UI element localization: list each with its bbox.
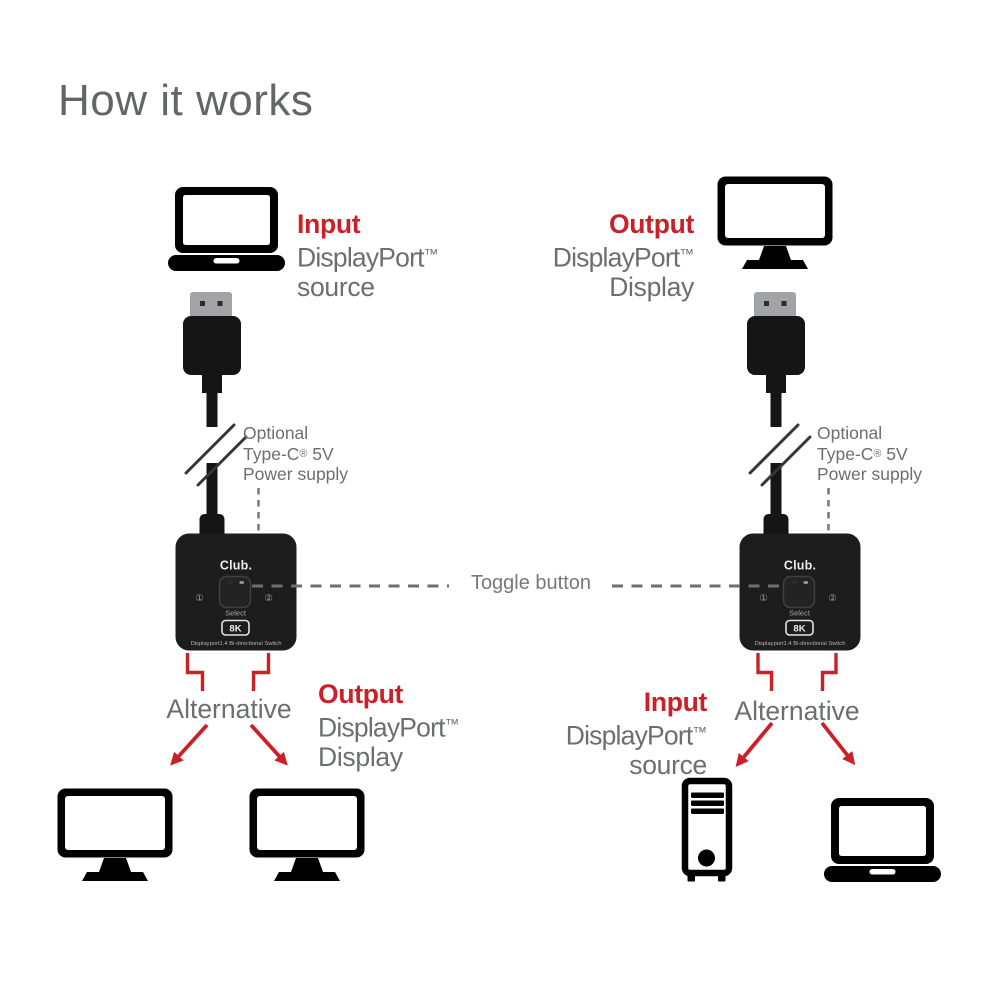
input-source-label-bottom: Input DisplayPort™ source [565,687,708,781]
pc-tower-icon [681,777,733,882]
alternative-label-left: Alternative [166,694,292,724]
badge-8k [221,619,250,636]
cable-break-icon [748,423,800,475]
device-caption: Displayport1.4 Bi-directional Switch [755,641,846,647]
cable-lower [206,463,218,520]
arrow-to-monitor-2 [249,723,288,766]
output-label: Output [318,679,404,709]
port-1-icon: ① [195,593,204,604]
dp-plug-tip [754,292,796,318]
alternative-label-right: Alternative [734,696,860,726]
toggle-button-label: Toggle button [470,572,592,594]
displayport-label: DisplayPort™ [297,241,439,272]
select-button[interactable] [782,575,816,609]
displayport-cable-right [747,292,812,542]
cable-break-icon [184,423,236,475]
dp-plug-body [183,316,241,375]
select-button[interactable] [218,575,252,609]
power-note-right: Optional Type-C® 5V Power supply [817,423,923,485]
laptop-icon-bottom [824,798,941,882]
bracket-left [185,653,205,691]
switch-device-left: Club. ① ② Select 8K Displayport1.4 Bi-di… [175,533,297,651]
bracket-right [251,653,271,691]
power-dash-line-left [257,488,260,533]
arrow-to-laptop [820,721,856,766]
cable-upper [206,390,218,427]
power-dash-line-right [827,488,830,533]
port-2-icon: ② [264,593,273,604]
brand-logo: Club. [220,559,252,573]
bracket-right [820,653,838,691]
select-label: Select [225,609,247,618]
port-1-icon: ① [759,593,768,604]
switch-device-right: Club. ① ② Select 8K Displayport1.4 Bi-di… [739,533,861,651]
source-label: source [297,272,375,303]
arrow-to-pc [735,721,774,767]
arrow-to-monitor-1 [170,723,209,766]
dp-plug-tip [190,292,232,318]
output-label-top: Output [608,209,694,239]
output-display-label: Output DisplayPort™ Display [318,679,460,773]
badge-8k [785,619,814,636]
brand-logo: Club. [784,559,816,573]
cable-lower [770,463,782,520]
svg-text:8K: 8K [229,624,241,635]
laptop-icon [168,187,285,271]
page-title: How it works [58,76,314,125]
toggle-dash-line [252,584,783,588]
device-caption: Displayport1.4 Bi-directional Switch [191,641,282,647]
input-label-bottom: Input [643,687,708,717]
output-display-label-top: Output DisplayPort™ Display [552,209,695,303]
monitor-icon-top [717,176,833,269]
monitor-icon-1 [57,788,173,881]
select-label: Select [789,609,811,618]
cable-upper [770,390,782,427]
power-note-left: Optional Type-C® 5V Power supply [243,423,349,485]
input-source-label: Input DisplayPort™ source [297,209,438,303]
port-2-icon: ② [828,593,837,604]
input-label: Input [297,209,361,239]
bracket-left [756,653,774,691]
split-arrows-right [735,653,856,767]
split-arrows-left [170,653,288,766]
svg-text:8K: 8K [793,624,805,635]
monitor-icon-2 [249,788,365,881]
dp-plug-body [747,316,805,375]
